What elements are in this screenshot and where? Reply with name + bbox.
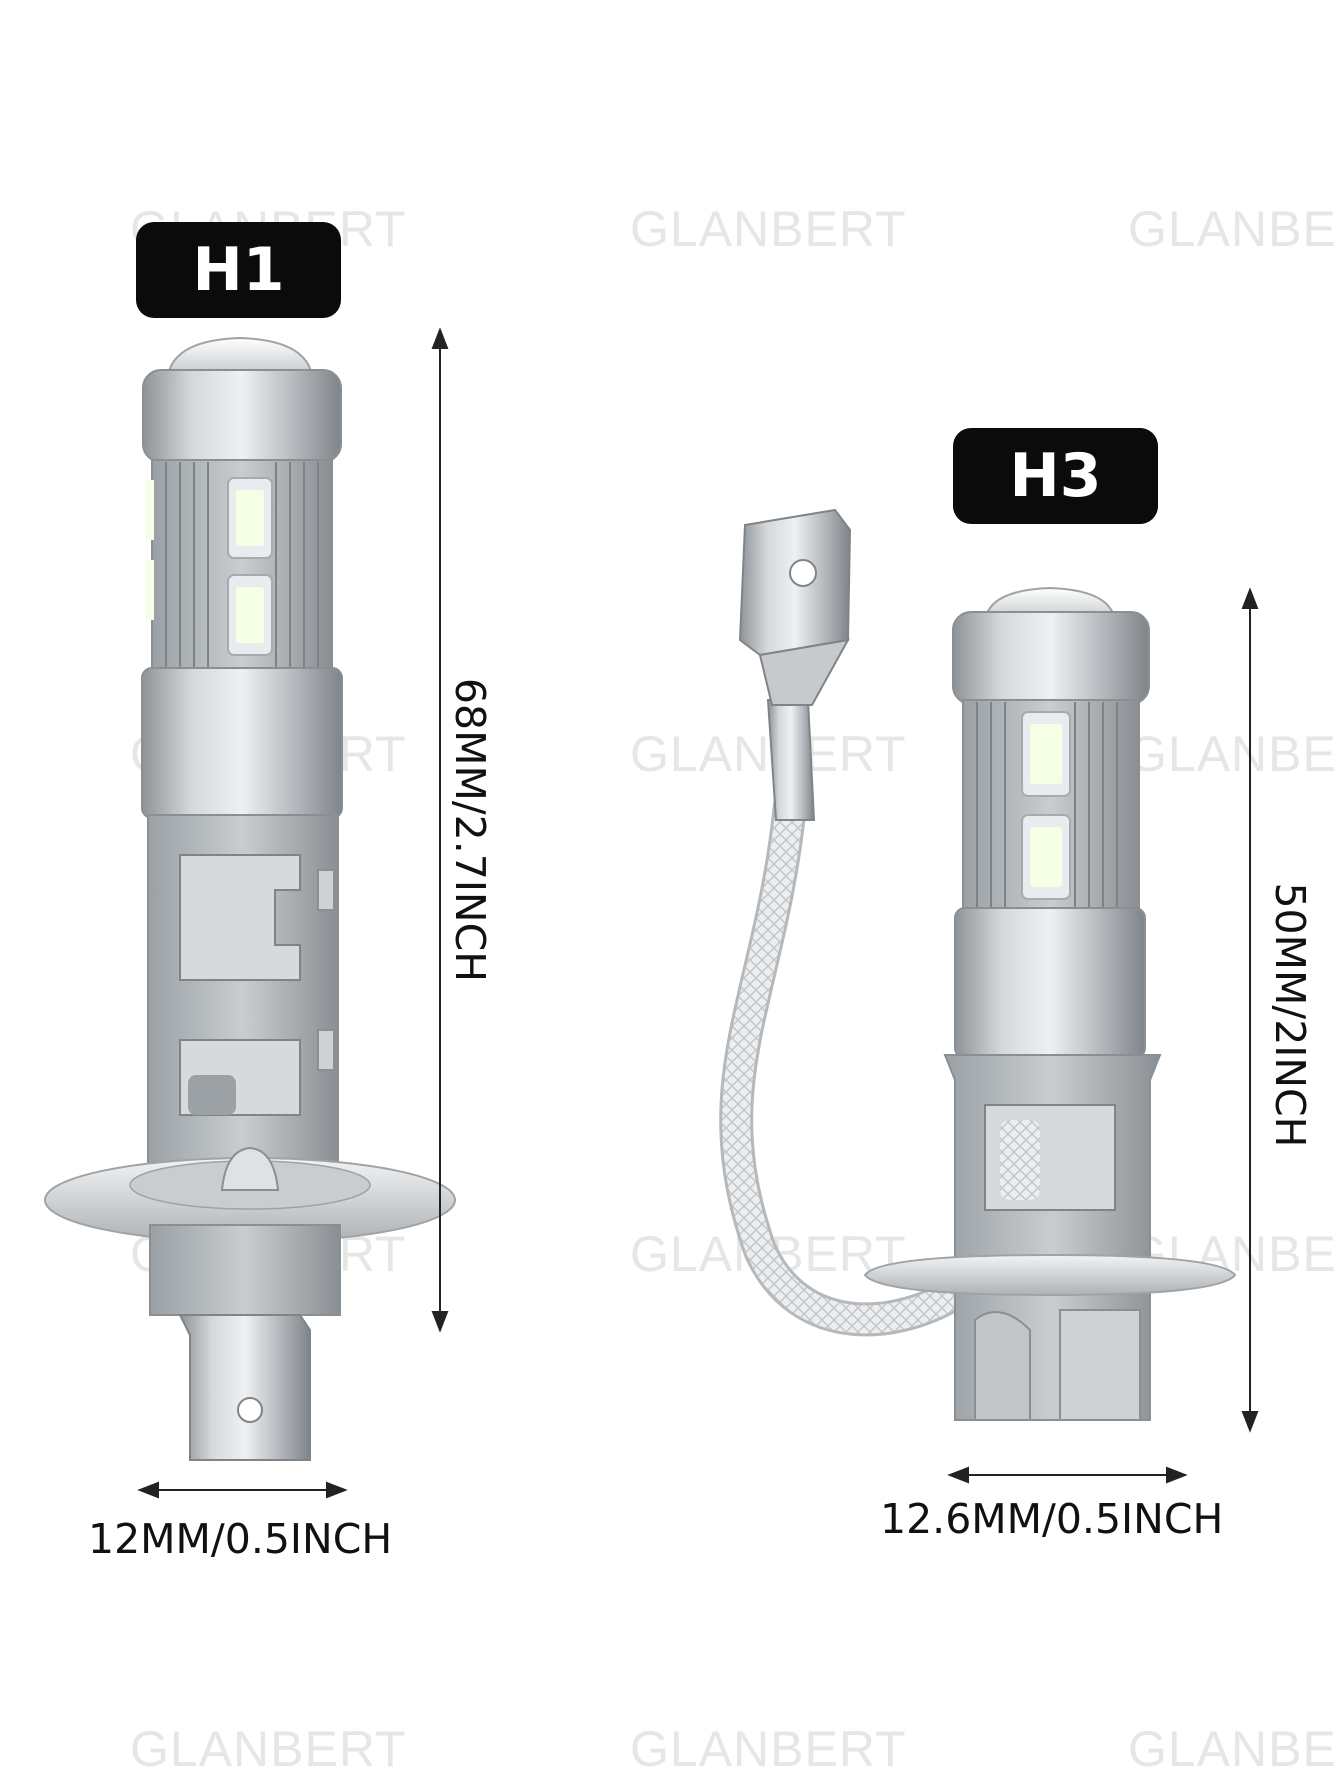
dimension-arrow-icon — [137, 327, 449, 1499]
watermark: GLANBERT — [630, 1721, 907, 1777]
h3-height-label: 50MM/2INCH — [1266, 882, 1314, 1148]
watermark: GLANBERT — [1128, 726, 1340, 782]
watermark: GLANBERT — [1128, 201, 1340, 257]
h1-height-label: 68MM/2.7INCH — [446, 677, 494, 983]
h1-bulb-image — [44, 336, 456, 1461]
h3-badge: H3 — [953, 428, 1158, 524]
watermark: GLANBERT — [1128, 1721, 1340, 1777]
watermark: GLANBERT — [130, 1721, 407, 1777]
watermark: GLANBERT — [630, 201, 907, 257]
h1-badge: H1 — [136, 222, 341, 318]
dimension-arrow-icon — [947, 587, 1259, 1484]
watermark: GLANBERT — [630, 726, 907, 782]
h3-width-label: 12.6MM/0.5INCH — [880, 1495, 1224, 1543]
h3-bulb-image — [719, 508, 1237, 1421]
h1-width-label: 12MM/0.5INCH — [88, 1515, 393, 1563]
